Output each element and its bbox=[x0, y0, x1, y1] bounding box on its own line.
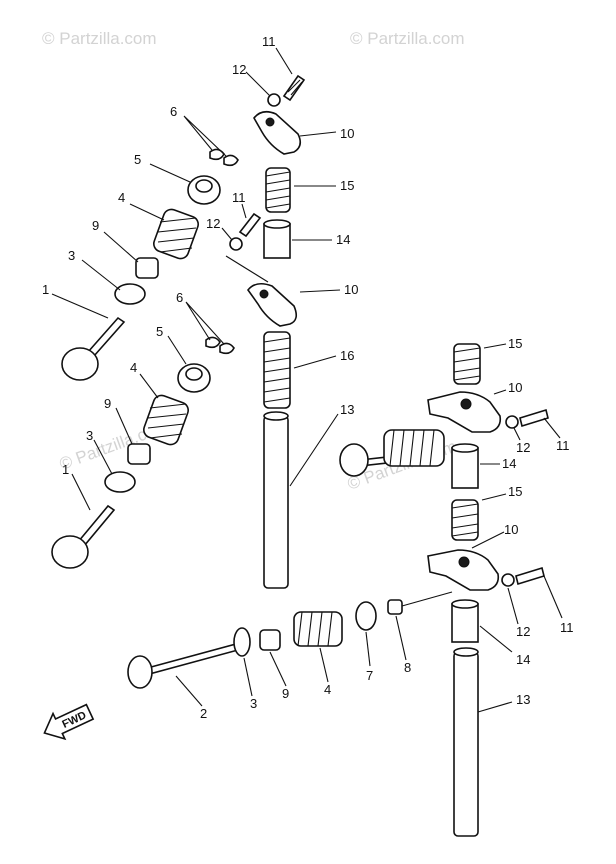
bolt-11-right bbox=[519, 408, 549, 428]
callout-4: 4 bbox=[130, 360, 137, 375]
nut-12-mid bbox=[229, 237, 243, 251]
callout-11: 11 bbox=[232, 190, 246, 205]
valve-1-top bbox=[61, 316, 126, 381]
callout-15: 15 bbox=[508, 484, 522, 499]
callout-12: 12 bbox=[516, 440, 530, 455]
pushrod-13-left bbox=[263, 411, 289, 589]
callout-13: 13 bbox=[340, 402, 354, 417]
spring-15-top bbox=[265, 167, 291, 213]
rocker-arm-10-right-lower bbox=[427, 549, 500, 591]
callout-9: 9 bbox=[92, 218, 99, 233]
callout-10: 10 bbox=[340, 126, 354, 141]
callout-13: 13 bbox=[516, 692, 530, 707]
callout-1: 1 bbox=[42, 282, 49, 297]
callout-1: 1 bbox=[62, 462, 69, 477]
nut-12-right-lower bbox=[501, 573, 515, 587]
valve-2 bbox=[127, 643, 240, 689]
retainer-5-mid bbox=[177, 363, 211, 393]
spring-15-right bbox=[453, 343, 481, 385]
washer-3-mid bbox=[104, 471, 136, 493]
callout-15: 15 bbox=[340, 178, 354, 193]
callout-10: 10 bbox=[344, 282, 358, 297]
washer-3-bottom bbox=[233, 627, 251, 657]
callout-7: 7 bbox=[366, 668, 373, 683]
callout-11: 11 bbox=[262, 34, 276, 49]
callout-15: 15 bbox=[508, 336, 522, 351]
seal-9-bottom bbox=[259, 629, 281, 651]
callout-3: 3 bbox=[68, 248, 75, 263]
sleeve-14-top bbox=[263, 219, 291, 259]
rocker-arm-10-top bbox=[253, 110, 302, 155]
nut-12-top bbox=[267, 93, 281, 107]
callout-10: 10 bbox=[508, 380, 522, 395]
retainer-7 bbox=[355, 601, 377, 631]
callout-14: 14 bbox=[516, 652, 530, 667]
seal-9-mid bbox=[127, 443, 151, 465]
bolt-11-top bbox=[282, 74, 306, 102]
callout-12: 12 bbox=[232, 62, 246, 77]
washer-3-top bbox=[114, 283, 146, 305]
callout-6: 6 bbox=[176, 290, 183, 305]
callout-8: 8 bbox=[404, 660, 411, 675]
callout-14: 14 bbox=[502, 456, 516, 471]
callout-3: 3 bbox=[86, 428, 93, 443]
pushrod-13-right bbox=[453, 647, 479, 837]
callout-10: 10 bbox=[504, 522, 518, 537]
cotters-6-mid bbox=[205, 336, 235, 355]
collar-8 bbox=[387, 599, 403, 615]
valve-1-bottom bbox=[51, 504, 116, 569]
valve-spring-4-bottom bbox=[293, 611, 343, 647]
callout-11: 11 bbox=[556, 438, 570, 453]
callout-16: 16 bbox=[340, 348, 354, 363]
sleeve-14-right-bottom bbox=[451, 599, 479, 643]
valve-spring-4-mid bbox=[143, 394, 189, 446]
rocker-arm-10-right bbox=[427, 391, 502, 433]
valve-spring-assembly-right bbox=[339, 429, 445, 477]
callout-11: 11 bbox=[560, 620, 574, 635]
bolt-11-mid bbox=[238, 212, 262, 238]
retainer-5-top bbox=[187, 175, 221, 205]
watermark-top-left: © Partzilla.com bbox=[42, 29, 157, 48]
fwd-arrow: FWD bbox=[43, 703, 95, 741]
valve-spring-4-top bbox=[153, 208, 199, 260]
seal-9-top bbox=[135, 257, 159, 279]
spring-15-right-lower bbox=[451, 499, 479, 541]
rocker-arm-10-mid bbox=[246, 282, 298, 327]
spring-16 bbox=[263, 331, 291, 409]
callout-6: 6 bbox=[170, 104, 177, 119]
callout-12: 12 bbox=[516, 624, 530, 639]
callout-5: 5 bbox=[156, 324, 163, 339]
callout-5: 5 bbox=[134, 152, 141, 167]
callout-9: 9 bbox=[104, 396, 111, 411]
cotters-6-top bbox=[209, 148, 239, 167]
callout-9: 9 bbox=[282, 686, 289, 701]
callout-4: 4 bbox=[324, 682, 331, 697]
watermark-top-right: © Partzilla.com bbox=[350, 29, 465, 48]
callout-14: 14 bbox=[336, 232, 350, 247]
callout-12: 12 bbox=[206, 216, 220, 231]
sleeve-14-right-top bbox=[451, 443, 479, 489]
nut-12-right bbox=[505, 415, 519, 429]
bolt-11-right-lower bbox=[515, 566, 545, 586]
callout-4: 4 bbox=[118, 190, 125, 205]
callout-3: 3 bbox=[250, 696, 257, 711]
callout-2: 2 bbox=[200, 706, 207, 721]
